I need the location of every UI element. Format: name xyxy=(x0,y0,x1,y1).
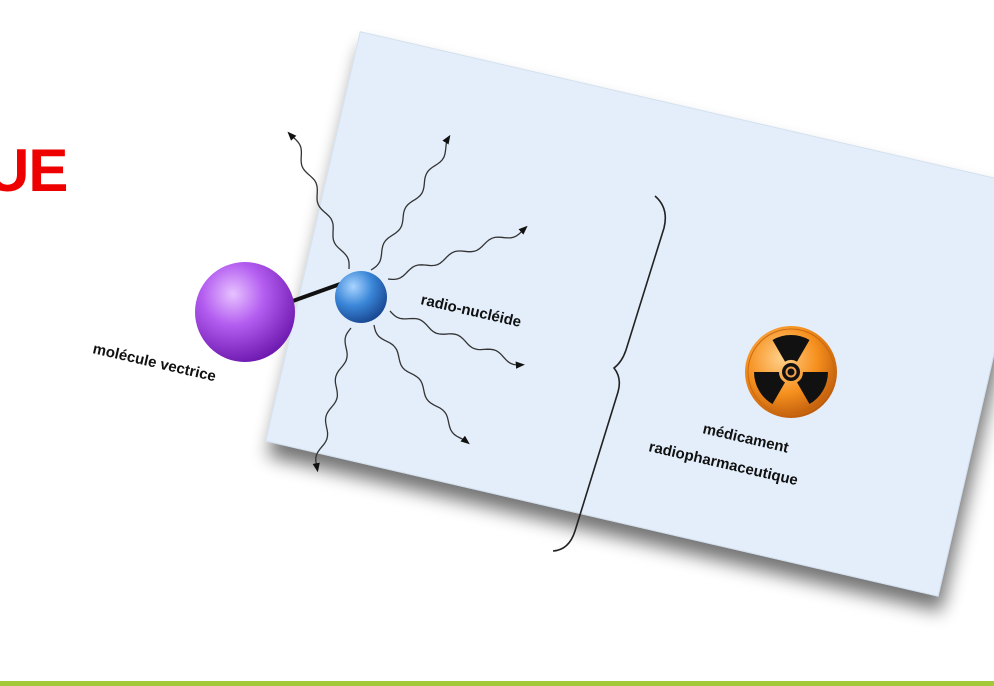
slide-title-fragment: UE xyxy=(0,137,68,204)
diagram-card xyxy=(265,31,994,597)
radiation-trefoil-icon xyxy=(745,326,837,418)
purple-sphere-icon xyxy=(195,262,295,362)
emission-ray xyxy=(312,327,352,473)
emission-ray xyxy=(370,134,451,271)
trefoil-blade xyxy=(772,335,810,362)
trefoil-blade xyxy=(797,372,828,405)
emission-ray xyxy=(387,225,528,281)
emission-ray xyxy=(373,324,470,445)
emission-ray xyxy=(287,131,350,270)
bond-line xyxy=(289,281,344,304)
label-carrier: molécule vectrice xyxy=(91,340,218,385)
blue-sphere-icon xyxy=(335,271,387,323)
footer-rule xyxy=(0,681,994,686)
grouping-brace xyxy=(552,195,667,552)
emission-ray xyxy=(389,310,525,369)
trefoil-blade xyxy=(754,372,785,405)
emission-rays xyxy=(287,131,528,473)
